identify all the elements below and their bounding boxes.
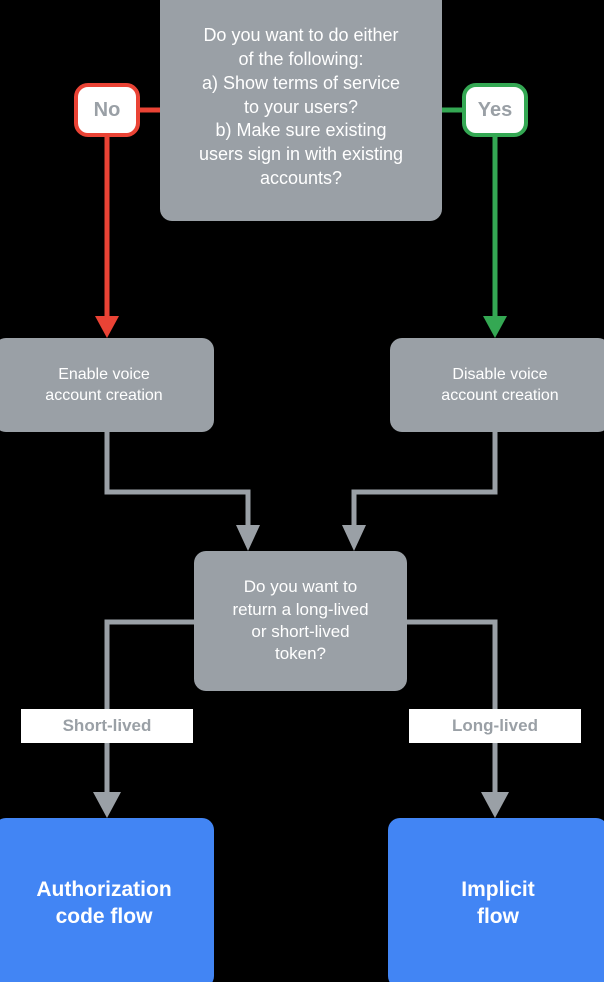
- branch-badge-yes[interactable]: Yes: [462, 83, 528, 137]
- process-node-enable-voice-account-creation[interactable]: Enable voice account creation: [0, 338, 214, 432]
- branch-badge-no-label: No: [93, 98, 121, 121]
- decision-node-terms-or-existing-accounts[interactable]: Do you want to do either of the followin…: [160, 0, 442, 221]
- enable-voice-text: Enable voice account creation: [45, 365, 163, 404]
- edge-label-short-lived: Short-lived: [21, 709, 193, 743]
- edge-disable-to-decision: [342, 432, 498, 551]
- branch-badge-no[interactable]: No: [74, 83, 140, 137]
- edge-label-long-lived: Long-lived: [409, 709, 581, 743]
- authorization-code-flow-text: Authorization code flow: [36, 877, 172, 928]
- terminal-node-authorization-code-flow[interactable]: Authorization code flow: [0, 818, 214, 982]
- edge-no-branch: [95, 107, 160, 338]
- edge-enable-to-decision: [104, 432, 260, 551]
- process-node-disable-voice-account-creation[interactable]: Disable voice account creation: [390, 338, 604, 432]
- branch-badge-yes-label: Yes: [477, 98, 513, 121]
- decision-node-token-lifetime[interactable]: Do you want to return a long-lived or sh…: [194, 551, 407, 691]
- decision-mid-text: Do you want to return a long-lived or sh…: [232, 577, 369, 664]
- terminal-node-implicit-flow[interactable]: Implicit flow: [388, 818, 604, 982]
- edge-yes-branch: [442, 107, 507, 338]
- edge-label-long-lived-text: Long-lived: [452, 716, 538, 735]
- disable-voice-text: Disable voice account creation: [441, 365, 559, 404]
- implicit-flow-text: Implicit flow: [461, 877, 535, 928]
- decision-top-text: Do you want to do either of the followin…: [198, 25, 404, 188]
- edge-label-short-lived-text: Short-lived: [62, 716, 152, 735]
